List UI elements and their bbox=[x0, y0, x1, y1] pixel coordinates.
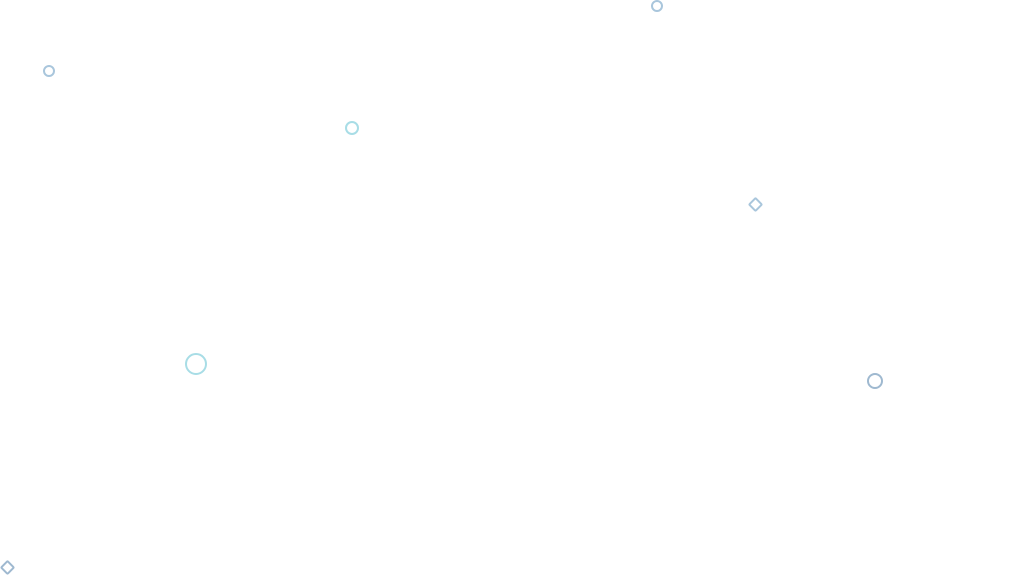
ring-icon bbox=[43, 65, 55, 77]
ring-icon bbox=[345, 121, 359, 135]
ring-icon bbox=[185, 353, 207, 375]
ring-icon bbox=[651, 0, 663, 12]
diamond-icon bbox=[747, 196, 764, 213]
ring-icon bbox=[867, 373, 883, 389]
diamond-icon bbox=[0, 559, 16, 576]
